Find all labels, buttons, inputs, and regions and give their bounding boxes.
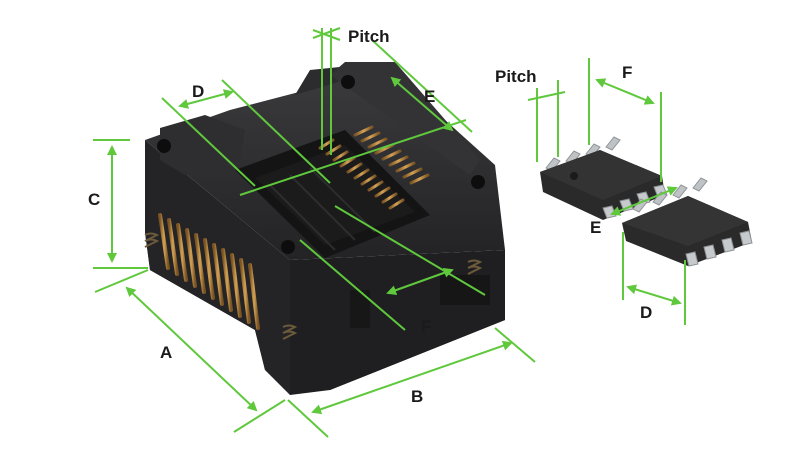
label-pitch-socket: Pitch bbox=[348, 27, 390, 46]
socket-dimensions bbox=[93, 27, 536, 438]
label-d-socket: D bbox=[192, 82, 204, 101]
dimension-labels: Pitch Pitch D E F C E D F A B bbox=[88, 27, 652, 406]
socket-contacts-top bbox=[318, 125, 430, 210]
label-f-socket: F bbox=[421, 317, 431, 336]
socket-springs bbox=[144, 232, 483, 340]
label-e-chip: E bbox=[590, 218, 601, 237]
label-a: A bbox=[160, 343, 172, 362]
soic-chip-upper bbox=[540, 136, 668, 220]
label-b: B bbox=[411, 387, 423, 406]
label-c: C bbox=[88, 190, 100, 209]
label-d-chip: D bbox=[640, 303, 652, 322]
label-f-chip: F bbox=[622, 63, 632, 82]
label-pitch-chip: Pitch bbox=[495, 67, 537, 86]
chip-dimensions bbox=[527, 58, 686, 325]
label-e-socket: E bbox=[424, 87, 435, 106]
